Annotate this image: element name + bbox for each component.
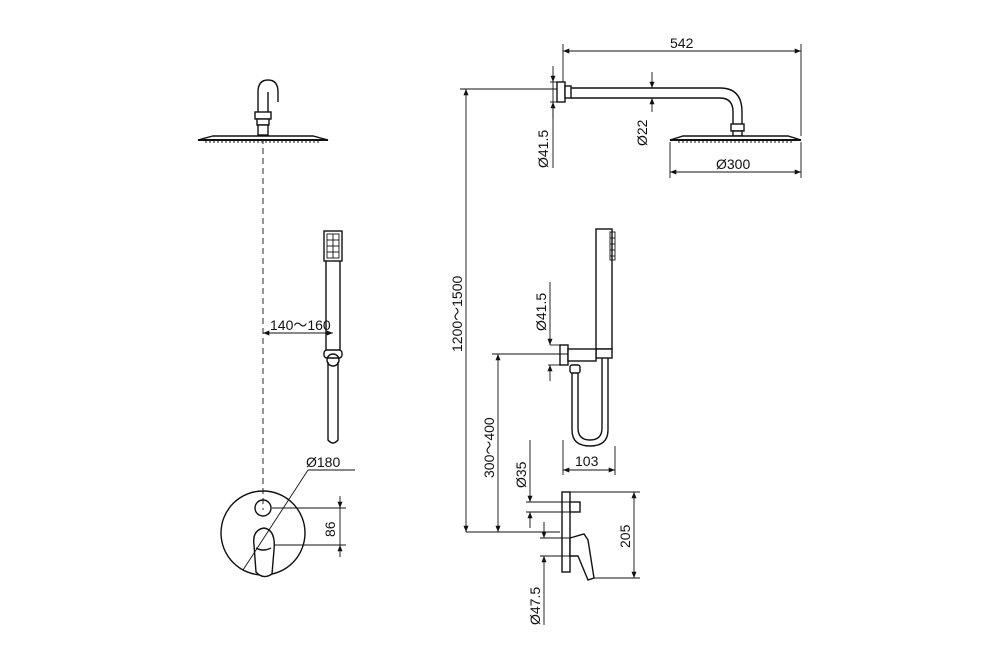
head-diameter-dimension: Ø300 xyxy=(669,142,802,178)
valve-depth-label: 205 xyxy=(617,524,633,548)
valve-plate-front xyxy=(220,490,306,578)
front-shower-head xyxy=(197,135,329,143)
plate-offset-label: 86 xyxy=(322,521,338,537)
plate-diameter-label: Ø180 xyxy=(306,454,340,470)
top-flange-label: Ø41.5 xyxy=(535,130,551,168)
top-flange-dimension: Ø41.5 xyxy=(535,66,557,168)
arm-length-dimension: 542 xyxy=(562,35,802,136)
side-hand-shower xyxy=(559,228,616,447)
front-hand-shower xyxy=(323,230,343,444)
arm-length-label: 542 xyxy=(670,35,694,51)
shower-height-label: 1200～1500 xyxy=(449,275,465,352)
outlet-diameter-label: Ø35 xyxy=(513,461,529,488)
valve-depth-dimension: 205 xyxy=(570,491,640,579)
holder-flange-dimension: Ø41.5 xyxy=(533,282,560,381)
side-valve xyxy=(466,491,595,581)
side-view: 542 Ø300 Ø22 Ø41.5 1200～1500 xyxy=(449,35,802,625)
side-shower-arm xyxy=(556,81,745,137)
outlet-diameter-dimension: Ø35 xyxy=(513,440,570,528)
arm-diameter-dimension: Ø22 xyxy=(634,72,655,146)
holder-flange-label: Ø41.5 xyxy=(533,293,549,331)
plate-diameter-dimension: Ø180 xyxy=(242,454,355,571)
front-shower-arm xyxy=(254,79,279,136)
holder-depth-label: 103 xyxy=(575,453,599,469)
front-view: 140～160 Ø180 86 xyxy=(197,79,355,578)
shower-height-dimension: 1200～1500 xyxy=(449,89,469,532)
arm-diameter-label: Ø22 xyxy=(634,119,650,146)
plate-offset-dimension: 86 xyxy=(272,496,346,557)
holder-offset-dimension: 140～160 xyxy=(263,317,333,336)
head-diameter-label: Ø300 xyxy=(716,156,750,172)
holder-offset-label: 140～160 xyxy=(270,317,331,333)
valve-flange-dimension: Ø47.5 xyxy=(527,522,570,625)
holder-height-label: 300～400 xyxy=(481,417,497,478)
valve-flange-label: Ø47.5 xyxy=(527,587,543,625)
side-shower-head xyxy=(669,135,802,143)
holder-height-dimension: 300～400 xyxy=(481,353,568,532)
holder-depth-dimension: 103 xyxy=(562,440,616,475)
